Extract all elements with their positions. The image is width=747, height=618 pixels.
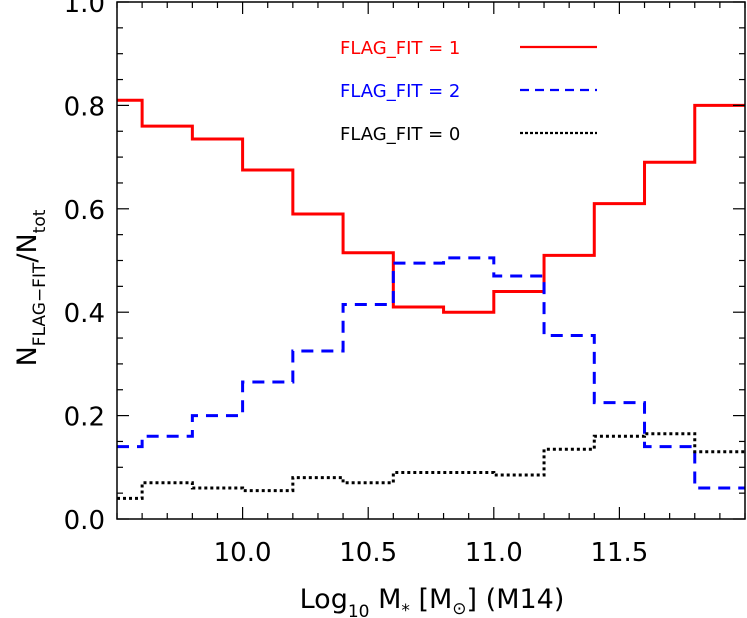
series-line-3	[117, 432, 745, 500]
series-layer	[117, 98, 745, 500]
y-tick-label: 0.0	[64, 506, 105, 536]
y-tick-label: 0.4	[64, 299, 105, 329]
y-tick-label: 0.2	[64, 403, 105, 433]
legend-label: FLAG_FIT = 1	[340, 38, 460, 59]
x-axis-title: Log10 M* [M⊙] (M14)	[300, 584, 565, 618]
x-tick-label: 11.5	[590, 538, 648, 568]
y-tick-label: 0.8	[64, 92, 105, 122]
x-tick-label: 10.0	[214, 538, 272, 568]
legend: FLAG_FIT = 1 FLAG_FIT = 2 FLAG_FIT = 0	[340, 38, 597, 145]
y-tick-label: 1.0	[64, 0, 105, 19]
series-line-2	[117, 256, 745, 490]
x-tick-label: 10.5	[339, 538, 397, 568]
legend-label: FLAG_FIT = 2	[340, 81, 460, 102]
axes-frame	[116, 1, 746, 520]
series-line-1	[117, 98, 745, 314]
y-axis-title: NFLAG−FIT/Ntot	[12, 209, 50, 366]
x-tick-label: 11.0	[465, 538, 523, 568]
legend-label: FLAG_FIT = 0	[340, 124, 460, 145]
ticks-layer: 10.0 10.5 11.0 11.5 0.0 0.2 0.4 0.6 0.8 1.0	[64, 0, 746, 568]
y-tick-label: 0.6	[64, 196, 105, 226]
